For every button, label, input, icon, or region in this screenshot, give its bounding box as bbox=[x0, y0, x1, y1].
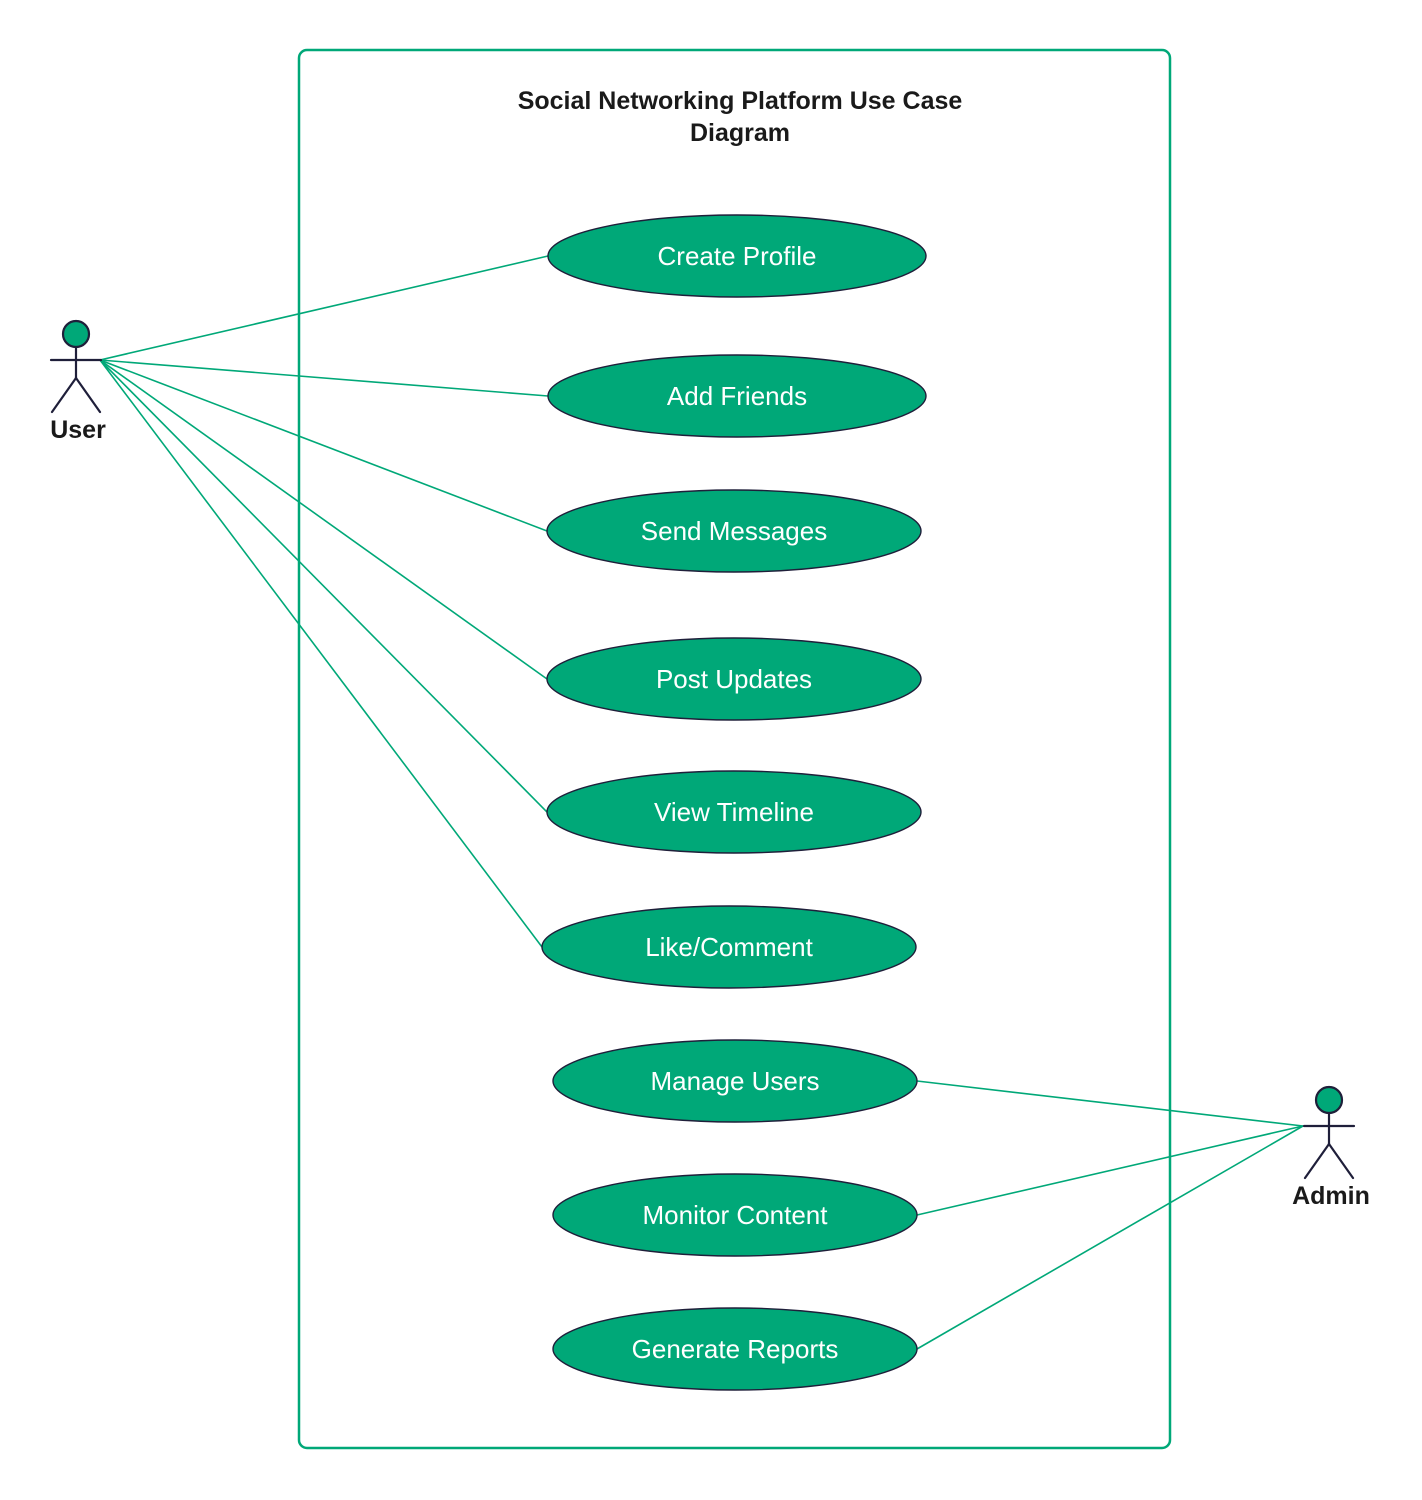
actor-left-leg bbox=[1303, 1142, 1331, 1180]
actor-label: User bbox=[50, 416, 106, 444]
actor-label: Admin bbox=[1292, 1182, 1370, 1210]
use-case-label: Manage Users bbox=[650, 1066, 819, 1096]
actor-user[interactable]: User bbox=[49, 319, 106, 444]
use-case-ellipse[interactable] bbox=[552, 1307, 918, 1391]
association-user-view-timeline bbox=[99, 359, 548, 813]
association-user-post-updates bbox=[99, 359, 548, 680]
use-case-view-timeline[interactable]: View Timeline bbox=[546, 770, 922, 854]
actor-admin[interactable]: Admin bbox=[1292, 1085, 1370, 1210]
use-case-label: Like/Comment bbox=[645, 932, 813, 962]
use-case-like-comment[interactable]: Like/Comment bbox=[541, 905, 917, 989]
association-admin-generate-reports bbox=[916, 1125, 1304, 1350]
diagram-title-line-1: Social Networking Platform Use Case bbox=[518, 87, 963, 115]
actor-right-leg bbox=[1327, 1142, 1355, 1180]
use-case-post-updates[interactable]: Post Updates bbox=[546, 637, 922, 721]
actor-right-leg bbox=[74, 376, 102, 414]
association-admin-manage-users bbox=[916, 1080, 1304, 1127]
use-case-ellipse[interactable] bbox=[552, 1173, 918, 1257]
use-case-ellipse[interactable] bbox=[546, 489, 922, 573]
use-case-ellipse[interactable] bbox=[552, 1039, 918, 1123]
association-user-create-profile bbox=[99, 255, 549, 361]
use-case-monitor-content[interactable]: Monitor Content bbox=[552, 1173, 918, 1257]
use-case-ellipse[interactable] bbox=[547, 214, 927, 298]
association-layer bbox=[99, 255, 1304, 1350]
use-case-generate-reports[interactable]: Generate Reports bbox=[552, 1307, 918, 1391]
use-case-ellipse[interactable] bbox=[546, 637, 922, 721]
actor-head-icon bbox=[61, 319, 91, 349]
association-user-send-messages bbox=[99, 359, 548, 532]
association-user-like-comment bbox=[99, 359, 543, 948]
use-case-ellipse[interactable] bbox=[547, 354, 927, 438]
use-case-ellipse[interactable] bbox=[541, 905, 917, 989]
actor-head-icon bbox=[1314, 1085, 1344, 1115]
association-admin-monitor-content bbox=[916, 1125, 1304, 1216]
use-case-label: Send Messages bbox=[641, 516, 827, 546]
use-case-manage-users[interactable]: Manage Users bbox=[552, 1039, 918, 1123]
use-case-label: Generate Reports bbox=[632, 1334, 839, 1364]
use-case-send-messages[interactable]: Send Messages bbox=[546, 489, 922, 573]
use-case-label: Add Friends bbox=[667, 381, 807, 411]
use-case-label: Create Profile bbox=[658, 241, 817, 271]
use-case-create-profile[interactable]: Create Profile bbox=[547, 214, 927, 298]
use-case-add-friends[interactable]: Add Friends bbox=[547, 354, 927, 438]
use-case-label: View Timeline bbox=[654, 797, 814, 827]
use-case-ellipse[interactable] bbox=[546, 770, 922, 854]
association-user-add-friends bbox=[99, 359, 549, 397]
use-case-label: Post Updates bbox=[656, 664, 812, 694]
use-case-label: Monitor Content bbox=[643, 1200, 829, 1230]
system-boundary bbox=[297, 48, 1172, 1450]
actor-left-leg bbox=[50, 376, 78, 414]
diagram-title-line-2: Diagram bbox=[690, 119, 790, 147]
